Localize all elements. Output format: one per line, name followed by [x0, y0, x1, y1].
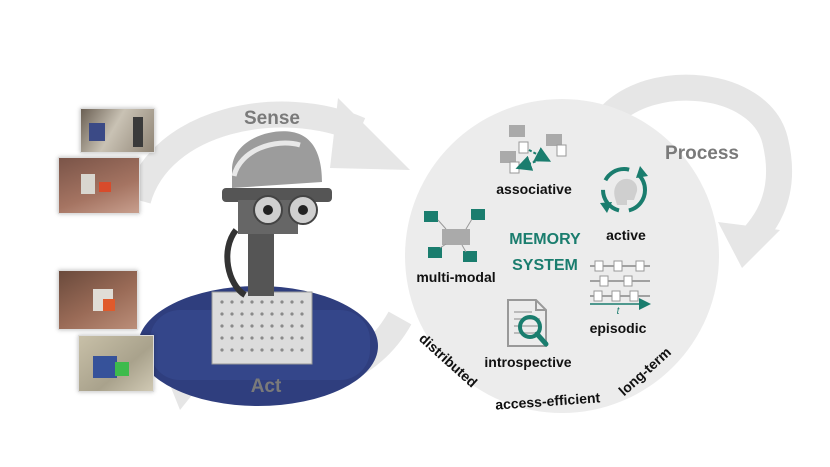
associative-icon: [500, 125, 567, 174]
sense-photo-2: [58, 157, 140, 214]
episodic-icon: [590, 260, 651, 310]
multimodal-icon: [424, 209, 485, 262]
act-photo-2: [78, 335, 154, 392]
associative-label: associative: [496, 181, 572, 197]
act-photo-1: [58, 270, 138, 330]
memory-title-line1: MEMORY: [509, 231, 581, 248]
multimodal-label: multi-modal: [416, 269, 495, 285]
episodic-label: episodic: [590, 320, 647, 336]
act-label: Act: [251, 376, 282, 397]
process-label: Process: [665, 143, 739, 164]
robot-image: [138, 131, 378, 406]
access-efficient-label: access-efficient: [495, 389, 601, 412]
active-label: active: [606, 227, 646, 243]
sense-arrow: [125, 98, 410, 205]
introspective-label: introspective: [484, 354, 571, 370]
episodic-time-label: t: [617, 306, 621, 317]
introspective-icon: [507, 299, 549, 347]
process-arrow: [598, 74, 793, 268]
sense-photo-1: [80, 108, 155, 153]
active-icon: [600, 166, 648, 213]
sense-label: Sense: [244, 108, 300, 129]
memory-title-line2: SYSTEM: [512, 257, 578, 274]
